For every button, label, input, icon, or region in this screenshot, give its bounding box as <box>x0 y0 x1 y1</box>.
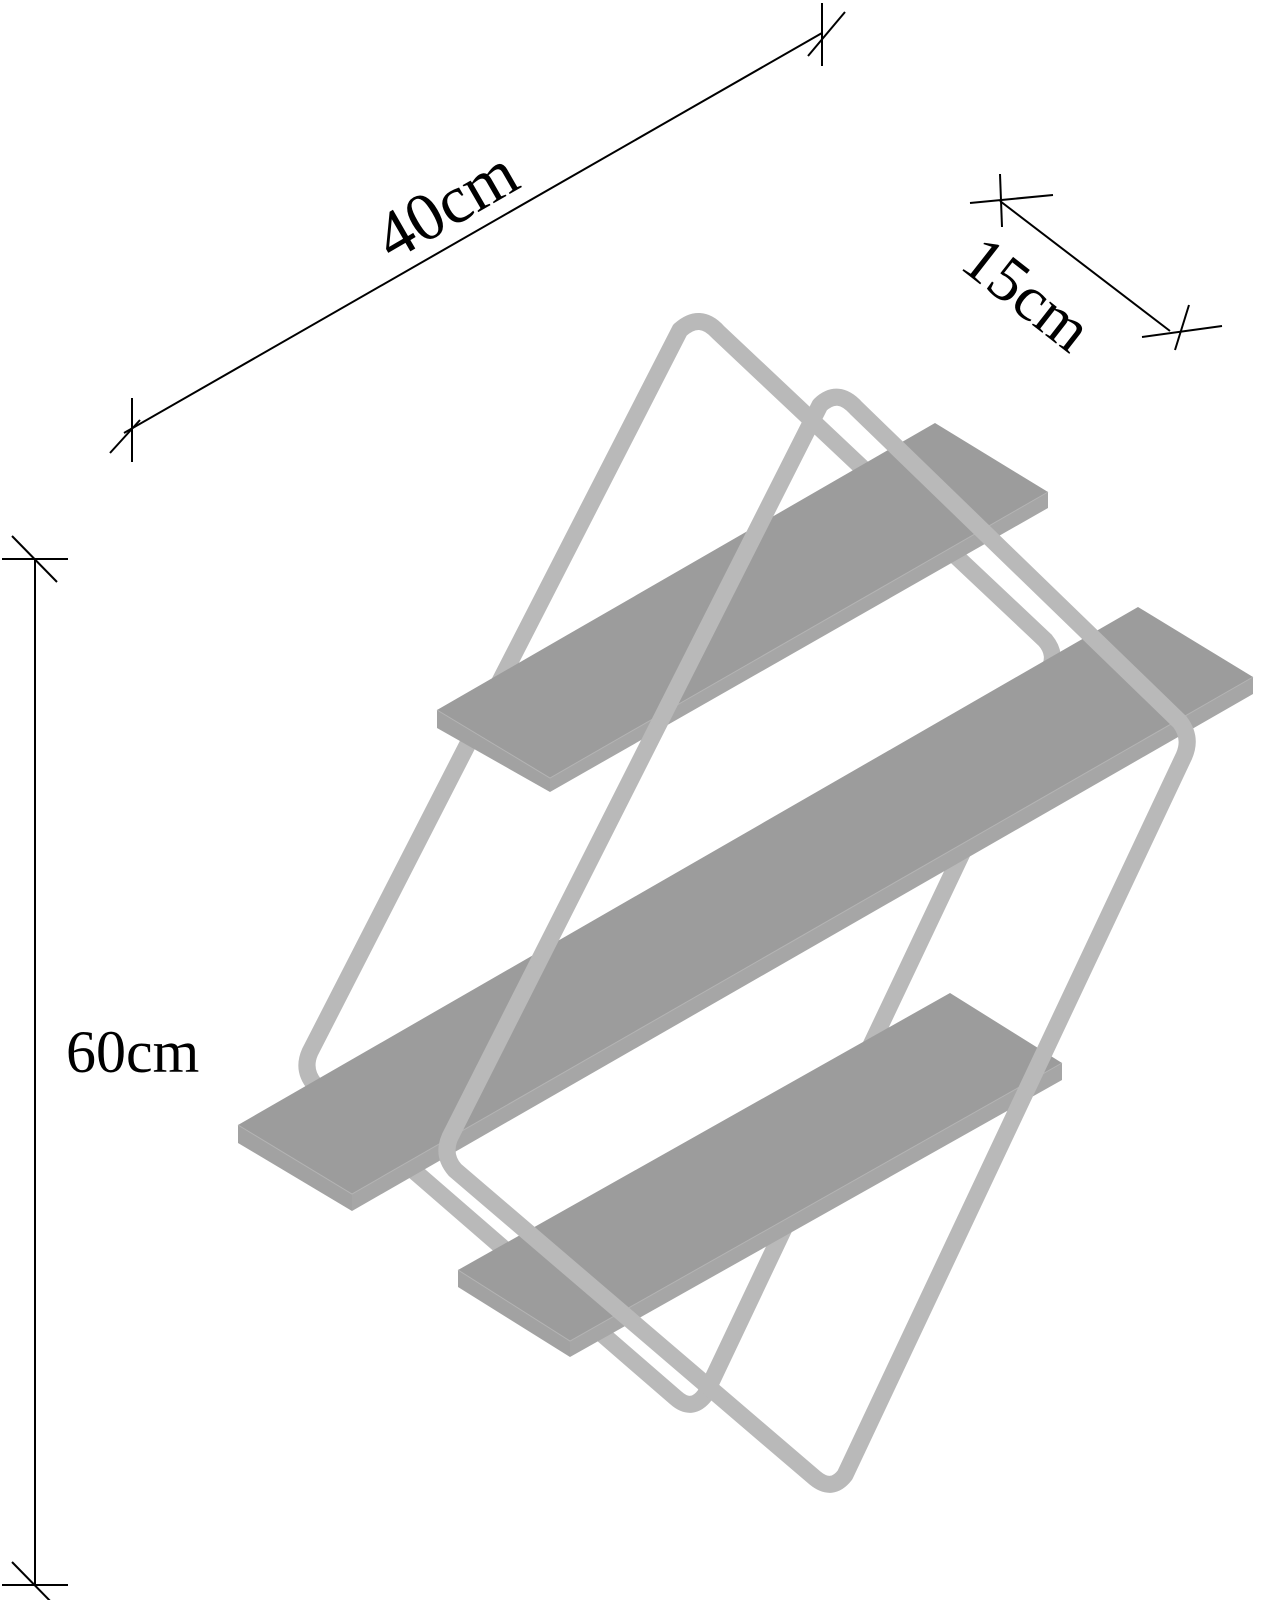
tick-mark <box>1174 304 1190 351</box>
dimension-width: 40cm <box>109 3 846 462</box>
bottom-shelf <box>457 993 1063 1357</box>
tick-mark <box>1141 325 1223 338</box>
tick-mark <box>999 173 1003 228</box>
dimension-line-depth <box>999 200 1171 332</box>
dimension-label-width: 40cm <box>362 134 531 275</box>
top-shelf <box>436 423 1049 792</box>
tick-mark <box>11 535 58 583</box>
tick-mark <box>807 11 846 57</box>
dimension-label-depth: 15cm <box>949 222 1105 365</box>
dimension-height: 60cm <box>2 535 199 1600</box>
front-frame <box>438 388 1196 1493</box>
tick-mark <box>11 1561 51 1600</box>
tick-mark <box>109 419 141 454</box>
dimension-line-width <box>123 32 823 434</box>
dimension-label-height: 60cm <box>66 1019 199 1085</box>
tick-mark <box>969 194 1054 204</box>
dimension-depth: 15cm <box>949 173 1223 366</box>
